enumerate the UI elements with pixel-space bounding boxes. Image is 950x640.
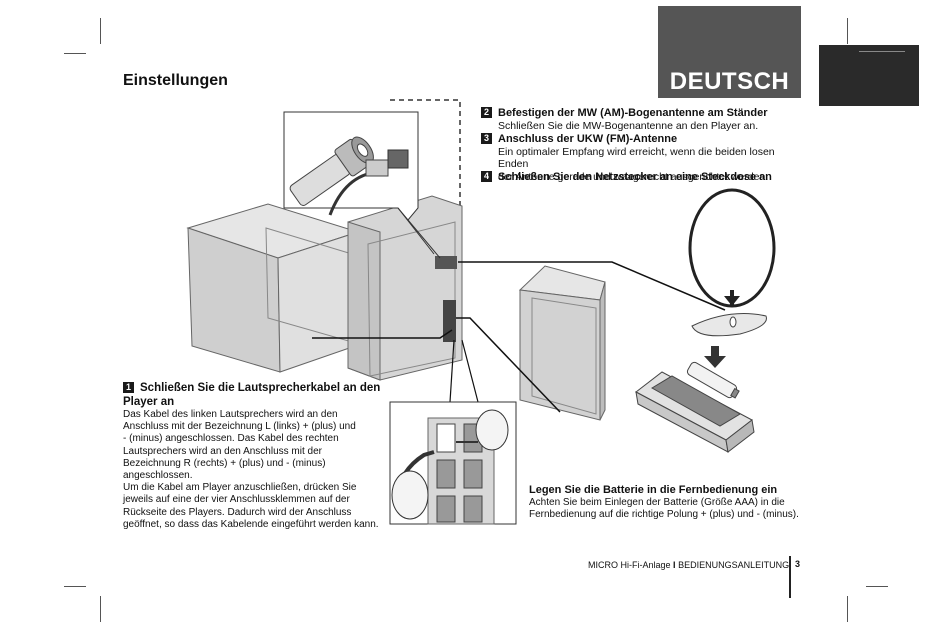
step-text: Anschluss mit der Bezeichnung L (links) … bbox=[123, 421, 356, 433]
footer-separator: I bbox=[673, 560, 676, 570]
step-text: Ein optimaler Empfang wird erreicht, wen… bbox=[498, 145, 775, 171]
step-text: Um die Kabel am Player anzuschließen, dr… bbox=[123, 482, 357, 494]
battery-heading: Legen Sie die Batterie in die Fernbedien… bbox=[529, 484, 778, 496]
remote-control-illustration bbox=[635, 361, 755, 453]
speaker-terminal-callout bbox=[389, 401, 517, 525]
step-text: jeweils auf eine der vier Anschlussklemm… bbox=[123, 494, 350, 506]
step-number-badge: 4 bbox=[481, 171, 492, 182]
step-text: angeschlossen. bbox=[123, 470, 193, 482]
footer-product: MICRO Hi-Fi-Anlage bbox=[588, 560, 671, 570]
crop-mark bbox=[100, 596, 101, 622]
step-text: Lautsprechers wird an den Anschluss mit … bbox=[123, 445, 322, 457]
footer-divider bbox=[789, 556, 791, 598]
step-heading: Anschluss der UKW (FM)-Antenne bbox=[498, 133, 678, 145]
page-title: Einstellungen bbox=[123, 72, 228, 89]
am-loop-antenna-illustration bbox=[688, 188, 776, 337]
crop-mark bbox=[64, 53, 86, 54]
language-tab: DEUTSCH bbox=[658, 6, 801, 98]
crop-mark bbox=[64, 586, 86, 587]
left-speaker-illustration bbox=[186, 203, 360, 373]
battery-text: Fernbedienung auf die richtige Polung + … bbox=[529, 509, 799, 520]
step-text: Bezeichnung R (rechts) + (plus) und - (m… bbox=[123, 457, 326, 469]
step-number-badge: 1 bbox=[123, 382, 134, 393]
step-number-badge: 3 bbox=[481, 133, 492, 144]
right-speaker-illustration bbox=[518, 265, 606, 421]
step-text: geöffnet, so dass das Kabelende eingefüh… bbox=[123, 518, 379, 530]
antenna-connector-callout bbox=[283, 111, 441, 259]
edge-marker-line bbox=[859, 51, 905, 52]
step-text: Rückseite des Players. Dadurch wird der … bbox=[123, 506, 352, 518]
battery-text: Achten Sie beim Einlegen der Batterie (G… bbox=[529, 496, 785, 508]
crop-mark bbox=[866, 586, 888, 587]
step-heading: Befestigen der MW (AM)-Bogenantenne am S… bbox=[498, 107, 768, 119]
page-number: 3 bbox=[795, 559, 801, 569]
step-text: Das Kabel des linken Lautsprechers wird … bbox=[123, 409, 338, 420]
edge-marker bbox=[819, 45, 919, 106]
battery-instructions: Legen Sie die Batterie in die Fernbedien… bbox=[529, 484, 819, 522]
step-4: 4 Schließen Sie den Netzstecker an eine S… bbox=[481, 171, 801, 184]
step-number-badge: 2 bbox=[481, 107, 492, 118]
step-text: der Antenne gerade und waagerecht ausger… bbox=[498, 170, 769, 183]
step-text: - (minus) angeschlossen. Das Kabel des r… bbox=[123, 433, 339, 445]
step-text: Schließen Sie die MW-Bogenantenne an den… bbox=[498, 119, 759, 132]
crop-mark bbox=[847, 596, 848, 622]
main-unit-illustration bbox=[347, 195, 463, 381]
step-3: 3 Anschluss der UKW (FM)-Antenne Ein opti… bbox=[481, 133, 801, 183]
footer-text: MICRO Hi-Fi-Anlage I BEDIENUNGSANLEITUNG bbox=[588, 560, 789, 570]
crop-mark bbox=[847, 18, 848, 44]
step-heading: Schließen Sie den Netzstecker an eine St… bbox=[498, 171, 772, 183]
crop-mark bbox=[100, 18, 101, 44]
arrow-down-icon bbox=[704, 346, 726, 368]
footer-manual: BEDIENUNGSANLEITUNG bbox=[678, 560, 790, 570]
step-2: 2 Befestigen der MW (AM)-Bogenantenne am … bbox=[481, 107, 801, 132]
step-heading: Schließen Sie die Lautsprecherkabel an d… bbox=[123, 382, 381, 408]
language-label: DEUTSCH bbox=[669, 68, 790, 95]
